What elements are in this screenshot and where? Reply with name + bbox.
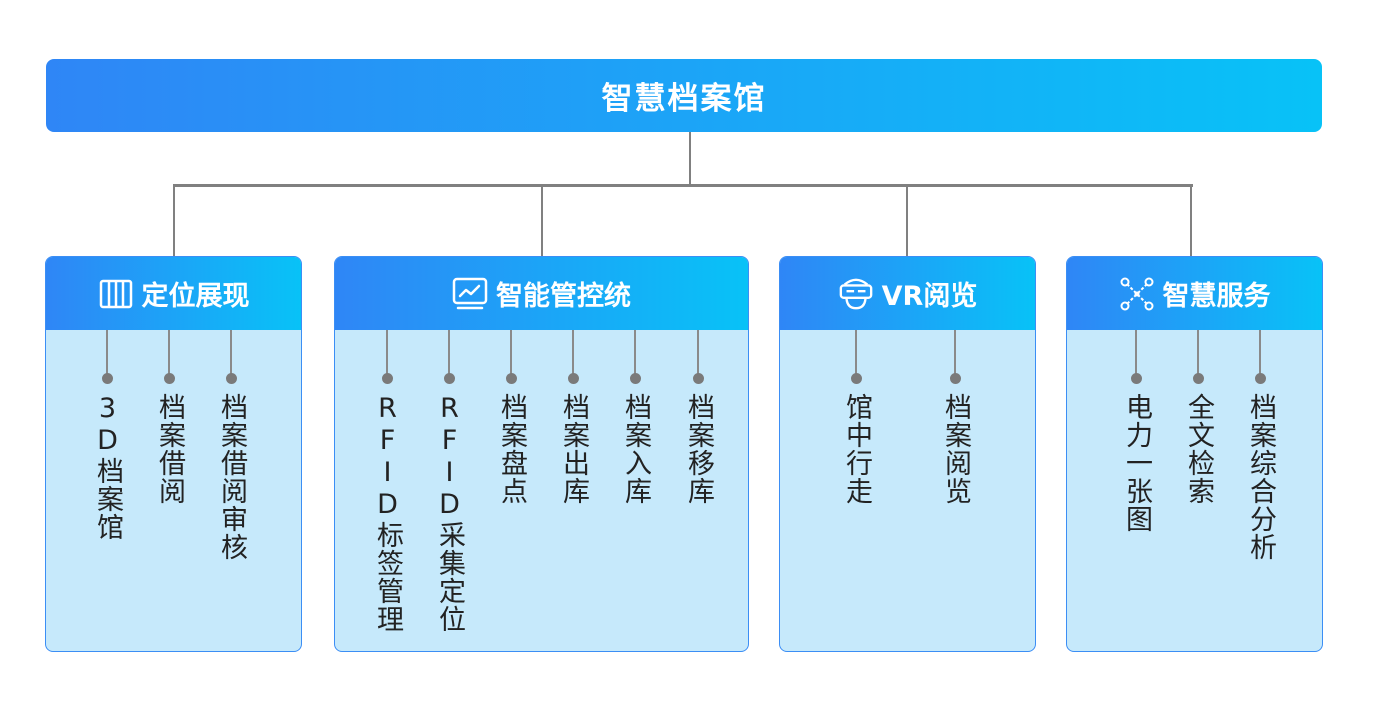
item-dot: [225, 373, 237, 384]
item-label: 档案借阅审核: [216, 393, 247, 561]
columns-icon: [98, 276, 134, 312]
item-label: 馆中行走: [841, 393, 872, 505]
list-item: 档案阅览: [935, 330, 975, 505]
root-title-bar: 智慧档案馆: [46, 59, 1322, 132]
group-header: 智能管控统: [335, 257, 748, 330]
list-item: 档案入库: [615, 330, 655, 505]
item-stem: [168, 330, 170, 375]
list-item: 档案综合分析: [1240, 330, 1280, 561]
item-label: 档案阅览: [940, 393, 971, 505]
item-label: RFID采集定位: [434, 393, 465, 633]
item-dot: [1192, 373, 1204, 384]
list-item: 档案借阅审核: [211, 330, 251, 561]
monitor-chart-icon: [452, 276, 488, 312]
item-dot: [567, 373, 579, 384]
item-dot: [850, 373, 862, 384]
item-stem: [448, 330, 450, 375]
item-dot: [101, 373, 113, 384]
group-title: 定位展现: [141, 281, 250, 312]
branch-connector-2: [541, 185, 543, 256]
item-stem: [106, 330, 108, 375]
item-stem: [697, 330, 699, 375]
root-title: 智慧档案馆: [601, 81, 767, 117]
list-item: 档案盘点: [491, 330, 531, 505]
list-item: 全文检索: [1178, 330, 1218, 505]
group-title: 智慧服务: [1162, 281, 1271, 312]
root-stem: [689, 132, 691, 185]
item-label: RFID标签管理: [372, 393, 403, 633]
group-card-smart-service: 智慧服务 电力一张图 全文检索 档案综合分析: [1066, 256, 1323, 652]
item-label: 档案入库: [620, 393, 651, 505]
item-dot: [1254, 373, 1266, 384]
item-stem: [855, 330, 857, 375]
item-dot: [949, 373, 961, 384]
item-label: 档案盘点: [496, 393, 527, 505]
item-label: 3D档案馆: [92, 393, 123, 541]
vr-headset-icon: [838, 276, 874, 312]
list-item: 电力一张图: [1116, 330, 1156, 533]
list-item: 档案出库: [553, 330, 593, 505]
item-label: 档案综合分析: [1245, 393, 1276, 561]
item-label: 档案出库: [558, 393, 589, 505]
item-dot: [443, 373, 455, 384]
item-dot: [1130, 373, 1142, 384]
group-header: 智慧服务: [1067, 257, 1322, 330]
list-item: RFID采集定位: [429, 330, 469, 633]
list-item: 档案移库: [678, 330, 718, 505]
group-header: 定位展现: [46, 257, 301, 330]
branch-connector-3: [906, 185, 908, 256]
item-dot: [692, 373, 704, 384]
item-stem: [510, 330, 512, 375]
group-title: 智能管控统: [496, 281, 631, 312]
branch-connector-4: [1190, 185, 1192, 256]
list-item: 3D档案馆: [87, 330, 127, 541]
group-title: VR阅览: [881, 281, 978, 312]
horizontal-connector: [173, 184, 1193, 187]
group-card-vr: VR阅览 馆中行走 档案阅览: [779, 256, 1036, 652]
group-card-positioning: 定位展现 3D档案馆 档案借阅 档案借阅审核: [45, 256, 302, 652]
network-nodes-icon: [1119, 276, 1155, 312]
item-stem: [386, 330, 388, 375]
item-label: 档案移库: [683, 393, 714, 505]
item-stem: [1197, 330, 1199, 375]
item-dot: [505, 373, 517, 384]
list-item: RFID标签管理: [367, 330, 407, 633]
group-card-smart-control: 智能管控统 RFID标签管理 RFID采集定位 档案盘点 档案出库 档案入库: [334, 256, 749, 652]
item-stem: [1259, 330, 1261, 375]
list-item: 馆中行走: [836, 330, 876, 505]
item-stem: [634, 330, 636, 375]
item-stem: [572, 330, 574, 375]
item-stem: [1135, 330, 1137, 375]
item-stem: [954, 330, 956, 375]
item-label: 电力一张图: [1121, 393, 1152, 533]
item-label: 档案借阅: [154, 393, 185, 505]
list-item: 档案借阅: [149, 330, 189, 505]
item-stem: [230, 330, 232, 375]
item-label: 全文检索: [1183, 393, 1214, 505]
group-header: VR阅览: [780, 257, 1035, 330]
item-dot: [629, 373, 641, 384]
branch-connector-1: [173, 185, 175, 256]
item-dot: [381, 373, 393, 384]
item-dot: [163, 373, 175, 384]
